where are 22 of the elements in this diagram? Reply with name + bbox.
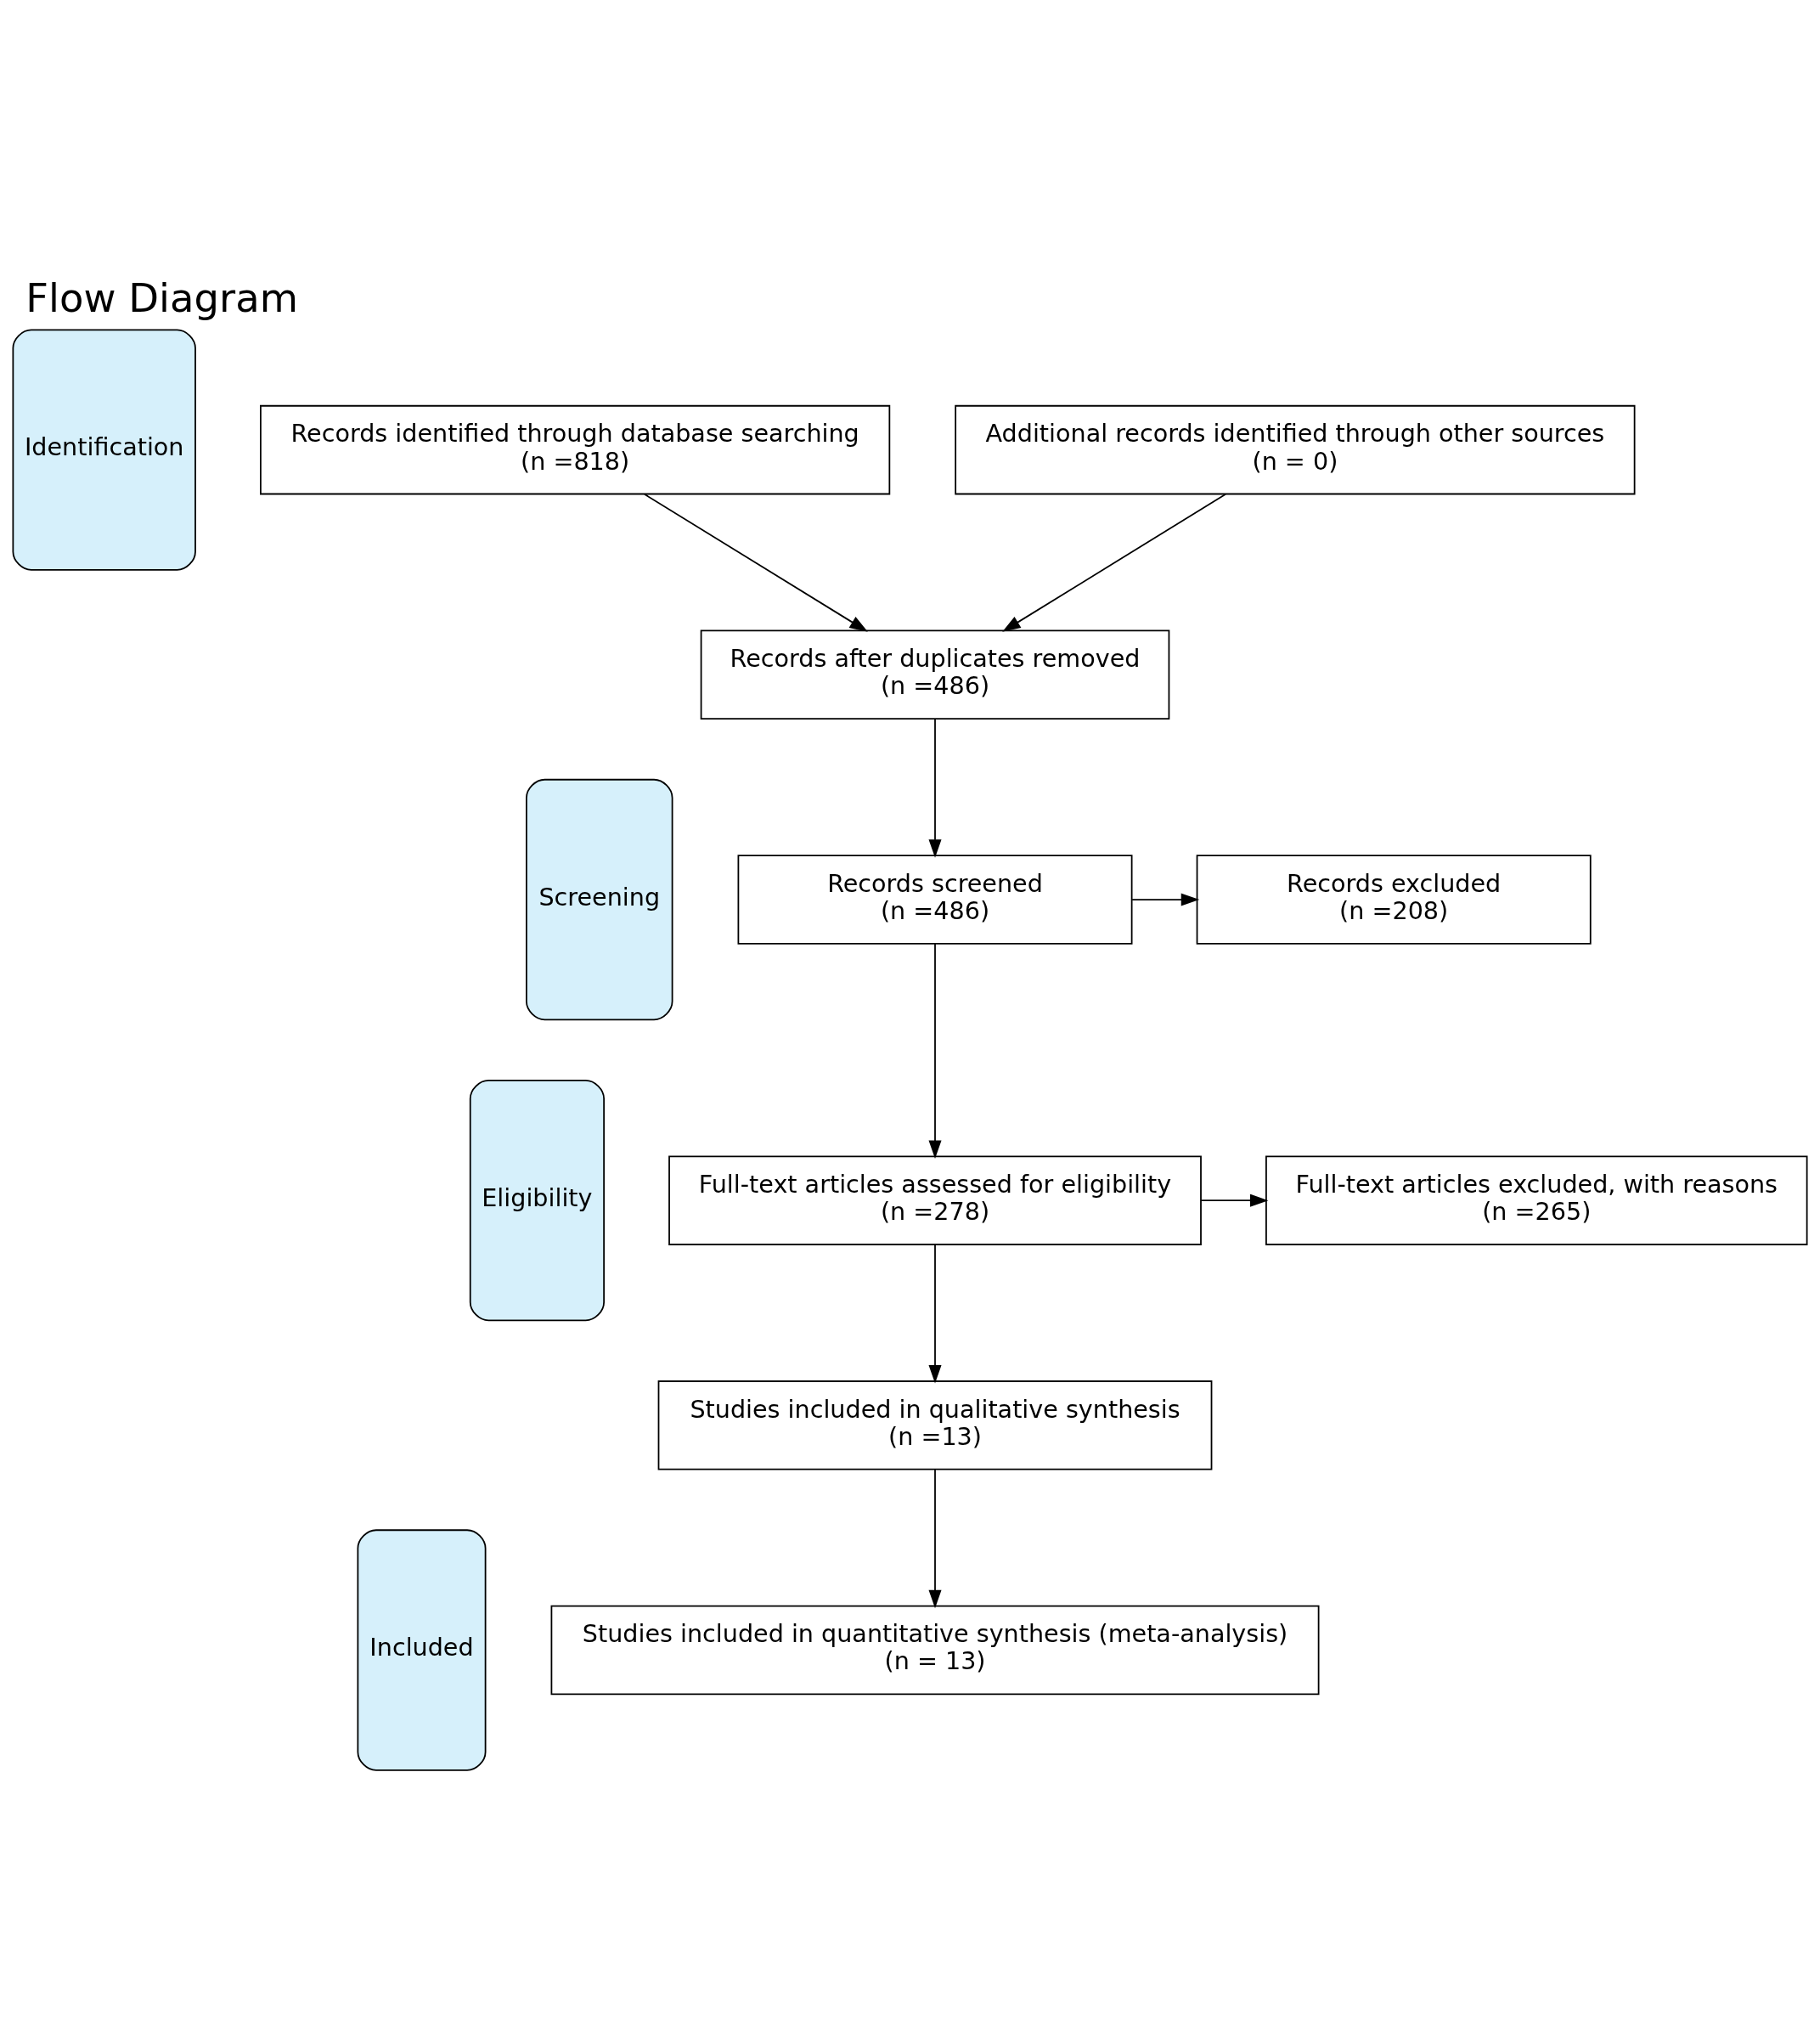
arrow bbox=[643, 493, 868, 632]
node-box: Records screened (n =486) bbox=[737, 854, 1133, 945]
arrow bbox=[928, 942, 942, 1159]
node-box: Full-text articles excluded, with reasons (n =265) bbox=[1265, 1154, 1808, 1245]
node-box: Records after duplicates removed (n =486) bbox=[700, 629, 1170, 720]
arrow bbox=[928, 718, 942, 858]
node-box: Additional records identified through other sources (n = 0) bbox=[955, 404, 1636, 494]
node-box: Included bbox=[357, 1528, 487, 1771]
arrow bbox=[1131, 893, 1200, 906]
arrow bbox=[928, 1468, 942, 1608]
node-box: Records identified through database searching (n =818) bbox=[260, 404, 891, 494]
arrow bbox=[928, 1243, 942, 1384]
node-box: Screening bbox=[526, 778, 673, 1020]
node-box: Eligibility bbox=[469, 1079, 605, 1321]
node-box: Records excluded (n =208) bbox=[1196, 854, 1592, 945]
node-box: Studies included in qualitative synthesis (n =13) bbox=[657, 1380, 1213, 1470]
arrow bbox=[1002, 493, 1227, 632]
node-box: Studies included in quantitative synthesis (meta-analysis) (n = 13) bbox=[550, 1605, 1320, 1695]
node-box: Full-text articles assessed for eligibility (n =278) bbox=[668, 1154, 1202, 1245]
arrow bbox=[1200, 1194, 1269, 1207]
diagram-title: Flow Diagram bbox=[25, 274, 298, 321]
node-box: Identification bbox=[12, 328, 196, 571]
